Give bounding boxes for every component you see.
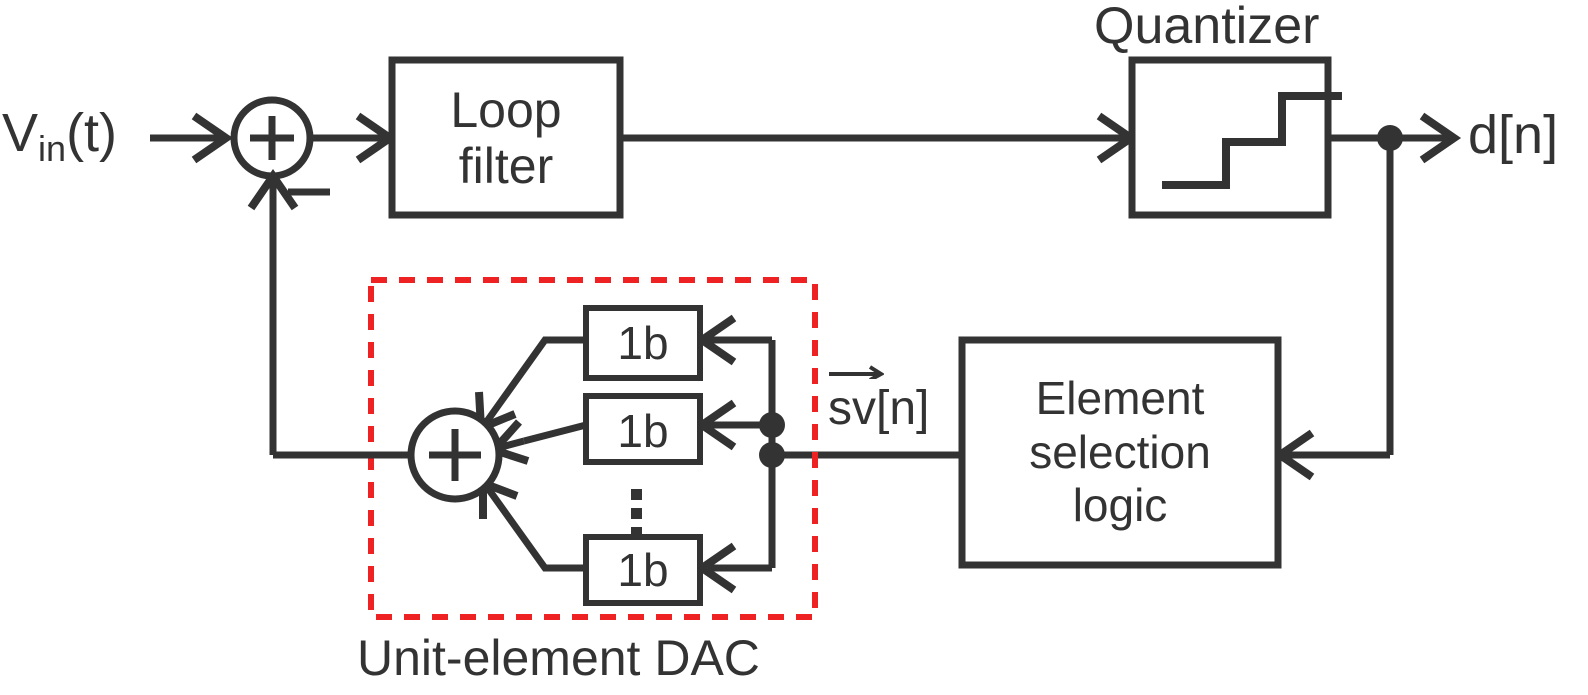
unit-element-label-3: 1b [617,544,669,596]
esl-label-line3: logic [1072,479,1168,532]
select-vector-index: [n] [876,382,930,435]
dac-bus-junction-lower [759,442,785,468]
input-signal-v: V [2,103,39,163]
unit-element-box-2 [583,393,703,465]
arrowhead-input-to-summer [191,112,234,164]
loop-filter-label-line2: filter [458,137,554,194]
unit-element-dac-caption: Unit-element DAC [357,630,760,686]
wire-unit-3-to-dac-summer [484,484,586,572]
vector-arrow-icon [829,365,884,379]
element-selection-logic-box [958,336,1282,569]
quantizer-box [1128,56,1332,219]
esl-label-line1: Element [1035,372,1205,425]
select-vector-base-wrap: sv [828,365,884,435]
loop-filter-label: Loop filter [392,60,620,215]
unit-element-label-2: 1b [617,405,669,457]
ellipsis-dot-2 [631,508,642,519]
select-vector-base: sv [828,382,876,435]
select-vector-label: sv [n] [828,365,930,435]
quantizer-caption: Quantizer [1094,0,1320,55]
wire-unit-2-to-dac-summer [497,437,525,452]
arrowhead-output [1419,112,1462,164]
ellipsis-dot-1 [631,489,642,500]
element-selection-logic-label: Element selection logic [962,340,1278,565]
wire-unit-2-stub [523,421,587,445]
esl-label-line2: selection [1029,425,1211,478]
arrowhead-feedback-into-summer [247,168,299,211]
wire-unit-1-to-dac-summer [482,336,586,427]
input-signal-subscript: in [38,128,67,169]
unit-element-label-1: 1b [617,317,669,369]
ellipsis-dot-3 [631,527,642,538]
loop-filter-label-line1: Loop [450,81,562,138]
output-signal-label: d[n] [1468,105,1559,165]
staircase-icon [1162,92,1342,189]
input-signal-label: Vin(t) [2,103,118,167]
input-signal-tail: (t) [66,103,118,163]
unit-element-box-3 [583,534,703,606]
